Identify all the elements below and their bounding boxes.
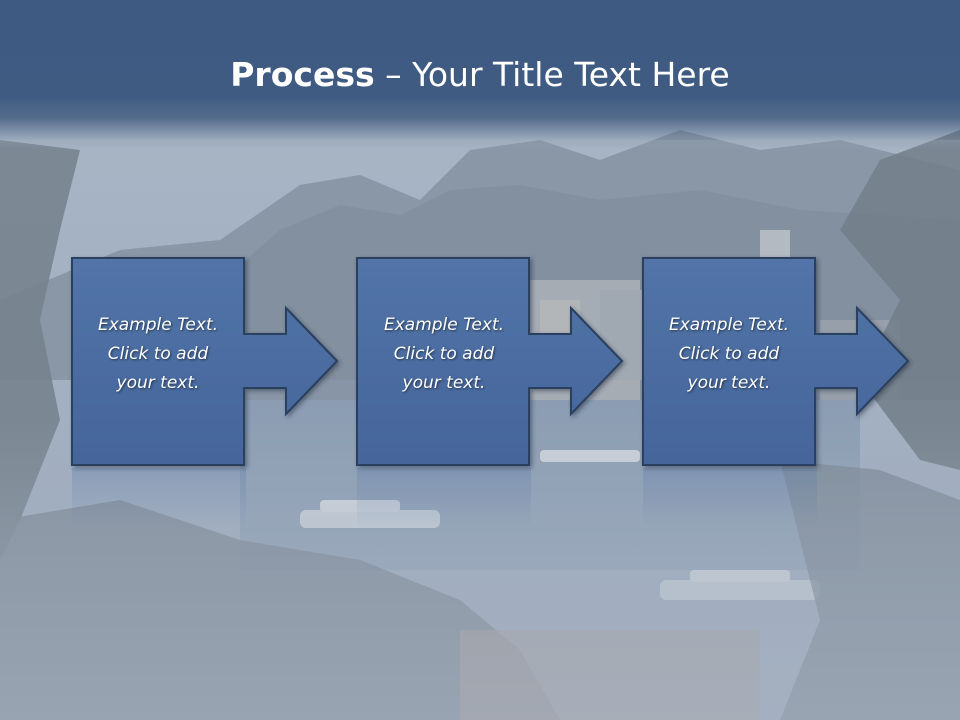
step-2-line-1: Example Text. — [383, 315, 505, 335]
step-3-reflection — [643, 468, 817, 528]
step-3-text[interactable]: Example Text. Click to add your text. — [643, 311, 815, 398]
step-2-text[interactable]: Example Text. Click to add your text. — [358, 311, 530, 398]
step-3-line-1: Example Text. — [668, 315, 790, 335]
title-bar — [0, 0, 960, 150]
step-1-text[interactable]: Example Text. Click to add your text. — [72, 311, 244, 398]
step-3-line-2: Click to add — [678, 344, 780, 364]
step-2-shape[interactable] — [356, 257, 624, 466]
step-1-line-1: Example Text. — [97, 315, 219, 335]
title-rest: – Your Title Text Here — [374, 55, 730, 94]
step-3-shape[interactable] — [642, 257, 910, 466]
bottom-fade — [0, 420, 960, 720]
step-1-line-2: Click to add — [107, 344, 209, 364]
slide-title[interactable]: Process – Your Title Text Here — [0, 52, 960, 98]
step-3-line-3: your text. — [687, 373, 771, 393]
step-1-line-3: your text. — [116, 373, 200, 393]
step-1-shape[interactable] — [71, 257, 339, 466]
step-1-reflection — [72, 468, 246, 528]
title-bold: Process — [230, 55, 375, 94]
step-2-line-3: your text. — [402, 373, 486, 393]
step-2-line-2: Click to add — [393, 344, 495, 364]
step-2-reflection — [357, 468, 531, 528]
